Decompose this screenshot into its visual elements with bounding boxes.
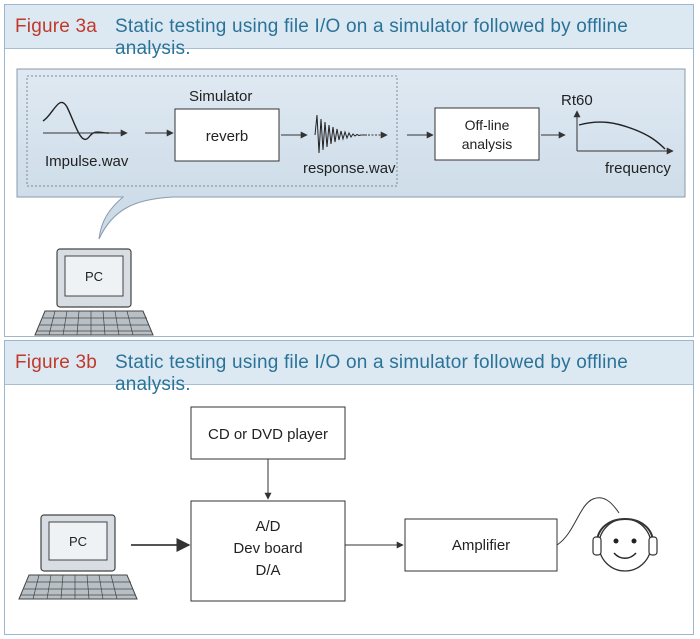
- reverb-label: reverb: [206, 128, 249, 145]
- frequency-label: frequency: [605, 160, 671, 177]
- figure-3a-header: Figure 3a Static testing using file I/O …: [5, 5, 693, 59]
- figure-3a-caption: Static testing using file I/O on a simul…: [115, 16, 629, 59]
- simulator-region: [26, 75, 398, 187]
- figure-3b-caption: Static testing using file I/O on a simul…: [115, 352, 629, 395]
- figure-3a-diagram: Impulse.wav Simulator reverb response.wa…: [5, 49, 693, 336]
- figure-3a-svg: Impulse.wav Simulator reverb response.wa…: [16, 68, 686, 336]
- simulator-label: Simulator: [189, 88, 252, 105]
- impulse-wave-icon: [42, 101, 128, 140]
- amplifier-label: Amplifier: [452, 537, 510, 554]
- offline-analysis-box: [434, 107, 540, 161]
- pc-screen-label-b: PC: [69, 534, 87, 549]
- analysis-label-line2: analysis: [462, 136, 513, 152]
- reverb-box: [174, 108, 280, 162]
- figure-3b-header: Figure 3b Static testing using file I/O …: [5, 341, 693, 395]
- figure-3b-diagram: CD or DVD player A/D Dev board D/A Ampli…: [5, 385, 693, 634]
- impulse-file-label: Impulse.wav: [45, 153, 129, 170]
- rt60-label: Rt60: [561, 92, 593, 109]
- amplifier-box: [404, 518, 558, 572]
- pc-screen-label-a: PC: [85, 269, 103, 284]
- cd-dvd-player-label: CD or DVD player: [208, 426, 328, 443]
- dev-board-label-line1: A/D: [255, 518, 280, 535]
- response-wave-icon: [314, 114, 388, 154]
- rt60-plot-icon: [573, 110, 674, 155]
- dev-board-label-line3: D/A: [255, 562, 280, 579]
- figure-3b-label: Figure 3b: [15, 352, 98, 373]
- figure-3b-svg: CD or DVD player A/D Dev board D/A Ampli…: [18, 406, 658, 602]
- response-file-label: response.wav: [303, 160, 396, 177]
- figure-3a-label: Figure 3a: [15, 16, 98, 37]
- figure-3a-panel: Figure 3a Static testing using file I/O …: [4, 4, 694, 337]
- figure-3b-panel: Figure 3b Static testing using file I/O …: [4, 340, 694, 635]
- dev-board-box: [190, 500, 346, 602]
- pc-computer-icon: PC: [34, 248, 154, 336]
- dev-board-label-line2: Dev board: [233, 540, 302, 557]
- analysis-label-line1: Off-line: [465, 117, 510, 133]
- headphones-face-icon: [592, 518, 658, 572]
- cd-dvd-player-box: [190, 406, 346, 460]
- headphone-cable: [556, 497, 620, 546]
- pc-computer-icon: PC: [18, 514, 138, 600]
